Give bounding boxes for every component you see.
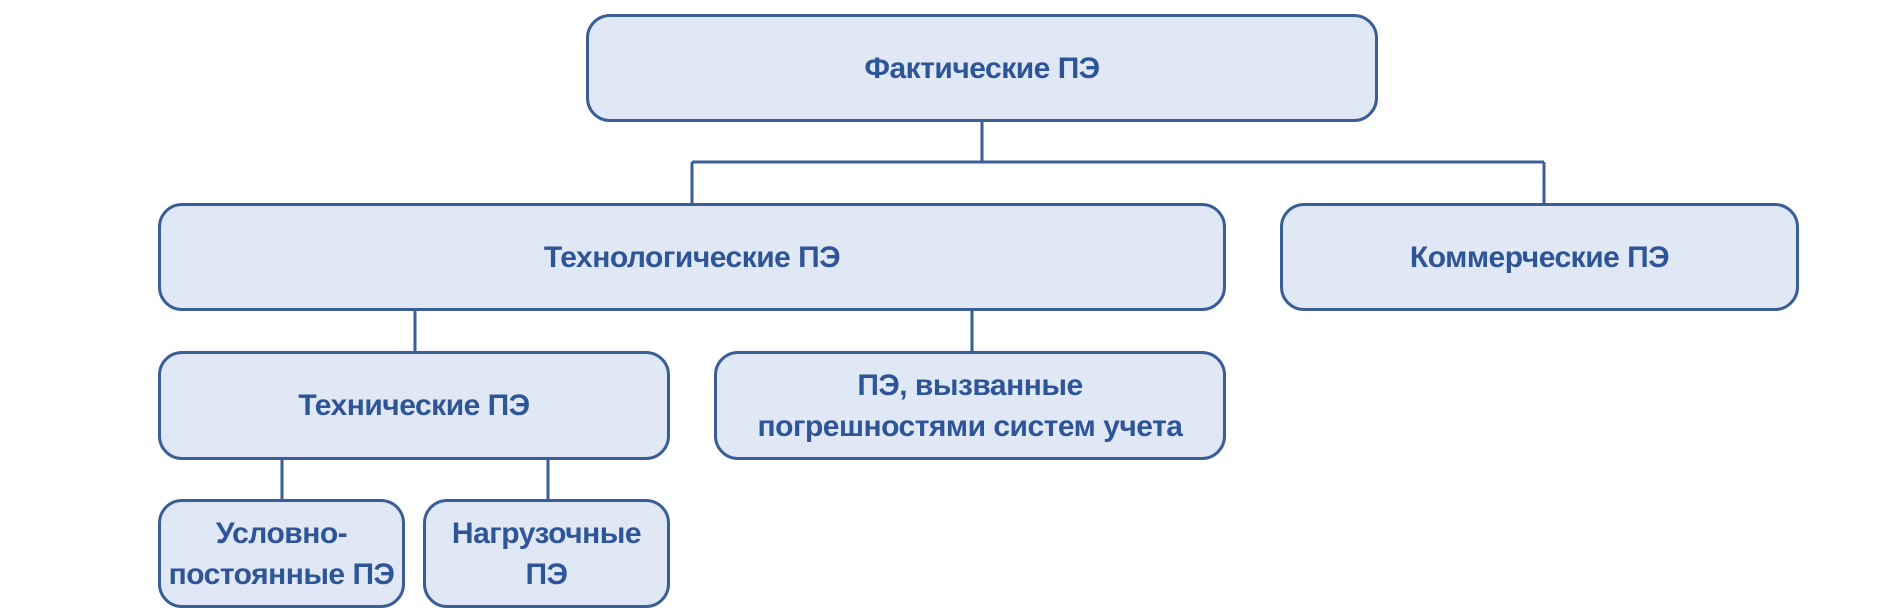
node-commercial-losses: Коммерческие ПЭ [1280, 203, 1799, 311]
node-technical-losses: Технические ПЭ [158, 351, 670, 460]
node-metering-error-losses-line1: ПЭ, вызванные [857, 368, 1083, 402]
node-conditionally-constant-losses-line2: постоянные ПЭ [168, 557, 395, 591]
node-load-losses: Нагрузочные ПЭ [423, 499, 670, 608]
node-metering-error-losses-line2: погрешностями систем учета [757, 409, 1183, 443]
node-conditionally-constant-losses-label: Условно- постоянные ПЭ [169, 513, 395, 595]
node-load-losses-line2: ПЭ [525, 557, 568, 591]
node-load-losses-label: Нагрузочные ПЭ [451, 513, 642, 595]
node-conditionally-constant-losses-line1: Условно- [215, 516, 348, 550]
node-technical-losses-label: Технические ПЭ [298, 389, 530, 422]
node-load-losses-line1: Нагрузочные [451, 516, 642, 550]
node-metering-error-losses: ПЭ, вызванные погрешностями систем учета [714, 351, 1226, 460]
node-conditionally-constant-losses: Условно- постоянные ПЭ [158, 499, 405, 608]
node-metering-error-losses-label: ПЭ, вызванные погрешностями систем учета [758, 365, 1183, 447]
node-commercial-losses-label: Коммерческие ПЭ [1409, 240, 1670, 274]
node-technological-losses-label: Технологические ПЭ [543, 240, 841, 274]
node-actual-losses-label: Фактические ПЭ [864, 51, 1100, 85]
node-technological-losses: Технологические ПЭ [158, 203, 1226, 311]
node-actual-losses: Фактические ПЭ [586, 14, 1378, 122]
